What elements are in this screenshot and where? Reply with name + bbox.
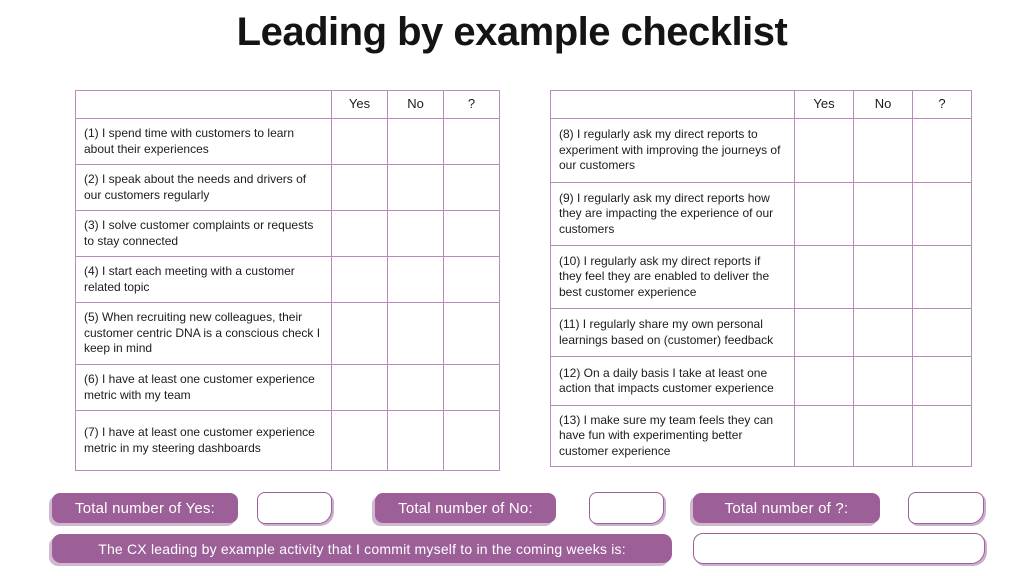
table-row: (5) When recruiting new colleagues, thei…	[75, 302, 500, 365]
table-row: (10) I regularly ask my direct reports i…	[550, 245, 972, 309]
header-empty	[550, 90, 795, 119]
total-no-input[interactable]	[589, 492, 664, 524]
answer-cell-no[interactable]	[853, 356, 913, 406]
header-yes: Yes	[794, 90, 854, 119]
statement-label: (1) I spend time with customers to learn…	[75, 118, 332, 165]
page-title: Leading by example checklist	[236, 10, 788, 54]
answer-cell-question[interactable]	[443, 210, 500, 257]
answer-cell-no[interactable]	[387, 364, 444, 411]
answer-cell-question[interactable]	[443, 410, 500, 471]
statement-label: (7) I have at least one customer experie…	[75, 410, 332, 471]
answer-cell-yes[interactable]	[331, 256, 388, 303]
header-question: ?	[443, 90, 500, 119]
answer-cell-yes[interactable]	[331, 164, 388, 211]
answer-cell-no[interactable]	[853, 118, 913, 183]
answer-cell-yes[interactable]	[794, 245, 854, 309]
commit-activity-input[interactable]	[693, 533, 985, 564]
answer-cell-question[interactable]	[443, 256, 500, 303]
statement-label: (5) When recruiting new colleagues, thei…	[75, 302, 332, 365]
answer-cell-question[interactable]	[443, 364, 500, 411]
answer-cell-question[interactable]	[443, 118, 500, 165]
total-question-input[interactable]	[908, 492, 984, 524]
answer-cell-no[interactable]	[387, 164, 444, 211]
statement-label: (6) I have at least one customer experie…	[75, 364, 332, 411]
answer-cell-yes[interactable]	[331, 302, 388, 365]
header-no: No	[853, 90, 913, 119]
answer-cell-no[interactable]	[853, 182, 913, 246]
answer-cell-yes[interactable]	[331, 210, 388, 257]
checklist-table-right: Yes No ? (8) I regularly ask my direct r…	[550, 90, 972, 467]
total-question-label: Total number of ?:	[693, 493, 880, 523]
answer-cell-yes[interactable]	[794, 182, 854, 246]
answer-cell-yes[interactable]	[794, 118, 854, 183]
answer-cell-question[interactable]	[912, 308, 972, 357]
answer-cell-question[interactable]	[912, 405, 972, 467]
answer-cell-no[interactable]	[387, 302, 444, 365]
statement-label: (8) I regularly ask my direct reports to…	[550, 118, 795, 183]
statement-label: (12) On a daily basis I take at least on…	[550, 356, 795, 406]
answer-cell-question[interactable]	[443, 302, 500, 365]
statement-label: (3) I solve customer complaints or reque…	[75, 210, 332, 257]
answer-cell-question[interactable]	[912, 356, 972, 406]
table-row: (3) I solve customer complaints or reque…	[75, 210, 500, 257]
total-yes-input[interactable]	[257, 492, 332, 524]
header-empty	[75, 90, 332, 119]
commit-activity-label: The CX leading by example activity that …	[52, 534, 672, 563]
total-yes-label: Total number of Yes:	[52, 493, 238, 523]
answer-cell-no[interactable]	[387, 410, 444, 471]
statement-label: (4) I start each meeting with a customer…	[75, 256, 332, 303]
answer-cell-yes[interactable]	[794, 405, 854, 467]
statement-label: (2) I speak about the needs and drivers …	[75, 164, 332, 211]
checklist-table-left: Yes No ? (1) I spend time with customers…	[75, 90, 500, 471]
table-row: (7) I have at least one customer experie…	[75, 410, 500, 471]
answer-cell-no[interactable]	[853, 245, 913, 309]
answer-cell-no[interactable]	[387, 118, 444, 165]
answer-cell-yes[interactable]	[331, 410, 388, 471]
answer-cell-yes[interactable]	[331, 364, 388, 411]
statement-label: (9) I regularly ask my direct reports ho…	[550, 182, 795, 246]
table-row: (4) I start each meeting with a customer…	[75, 256, 500, 303]
answer-cell-question[interactable]	[912, 118, 972, 183]
answer-cell-question[interactable]	[912, 245, 972, 309]
answer-cell-no[interactable]	[387, 210, 444, 257]
answer-cell-no[interactable]	[387, 256, 444, 303]
table-row: (11) I regularly share my own personal l…	[550, 308, 972, 357]
answer-cell-no[interactable]	[853, 405, 913, 467]
statement-label: (11) I regularly share my own personal l…	[550, 308, 795, 357]
table-row: (13) I make sure my team feels they can …	[550, 405, 972, 467]
table-row: (6) I have at least one customer experie…	[75, 364, 500, 411]
table-row: (9) I regularly ask my direct reports ho…	[550, 182, 972, 246]
table-row: (12) On a daily basis I take at least on…	[550, 356, 972, 406]
table-header-row: Yes No ?	[75, 90, 500, 119]
statement-label: (13) I make sure my team feels they can …	[550, 405, 795, 467]
table-header-row: Yes No ?	[550, 90, 972, 119]
answer-cell-question[interactable]	[443, 164, 500, 211]
answer-cell-yes[interactable]	[794, 308, 854, 357]
header-yes: Yes	[331, 90, 388, 119]
answer-cell-question[interactable]	[912, 182, 972, 246]
table-row: (8) I regularly ask my direct reports to…	[550, 118, 972, 183]
header-no: No	[387, 90, 444, 119]
statement-label: (10) I regularly ask my direct reports i…	[550, 245, 795, 309]
answer-cell-yes[interactable]	[794, 356, 854, 406]
total-no-label: Total number of No:	[375, 493, 556, 523]
answer-cell-yes[interactable]	[331, 118, 388, 165]
table-row: (1) I spend time with customers to learn…	[75, 118, 500, 165]
table-row: (2) I speak about the needs and drivers …	[75, 164, 500, 211]
answer-cell-no[interactable]	[853, 308, 913, 357]
header-question: ?	[912, 90, 972, 119]
